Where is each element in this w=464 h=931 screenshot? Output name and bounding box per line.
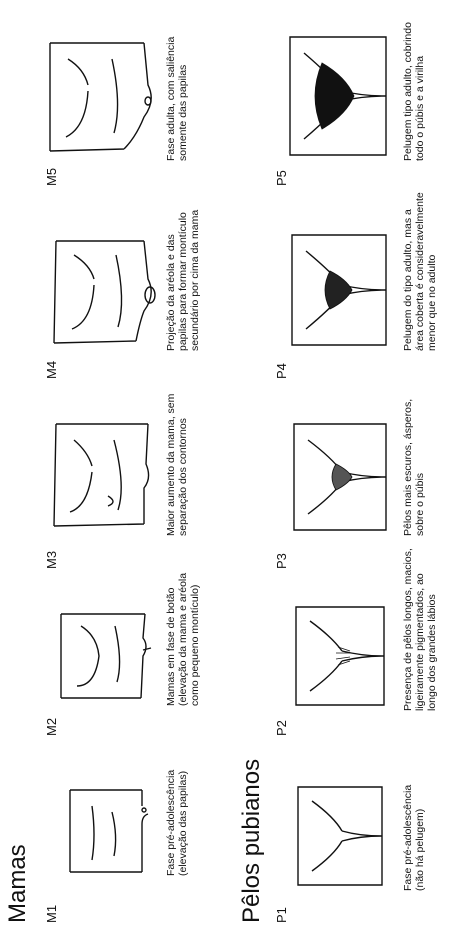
caption-line: todo o púbis e a virilha [414, 21, 426, 161]
caption-line: (elevação da mama e aréola [177, 566, 189, 706]
caption-line: Fase pré-adolescência [402, 751, 414, 891]
stage-label-m4: M4 [44, 361, 59, 379]
caption-p2: Presença de pêlos longos, macios, ligeir… [402, 571, 438, 711]
breast-figure-m4 [48, 233, 158, 351]
caption-p3: Pêlos mais escuros, ásperos, sobre o púb… [402, 396, 426, 536]
caption-line: ligeiramente pigmentados, ao [414, 571, 426, 711]
stage-label-m5: M5 [44, 168, 59, 186]
caption-line: Fase adulta, com saliência [165, 21, 177, 161]
caption-line: menor que no adulto [426, 211, 438, 351]
stage-label-p4: P4 [274, 363, 289, 379]
caption-line: longo dos grandes lábios [426, 571, 438, 711]
pubic-figure-p4 [284, 229, 394, 351]
caption-line: área coberta é consideravelmente [414, 211, 426, 351]
stage-label-p1: P1 [274, 907, 289, 923]
stage-label-p5: P5 [274, 170, 289, 186]
caption-line: Pelugem tipo adulto, cobrindo [402, 21, 414, 161]
breast-figure-m3 [48, 416, 156, 536]
caption-m4: Projeção da aréola e das papilas para fo… [165, 211, 201, 351]
pubic-figure-p1 [290, 781, 390, 891]
stage-label-m2: M2 [44, 718, 59, 736]
caption-m1: Fase pré-adolescência (elevação das papi… [165, 736, 189, 876]
caption-line: (elevação das papilas) [177, 736, 189, 876]
breast-figure-m1 [62, 786, 150, 876]
caption-line: papilas para formar montículo [177, 211, 189, 351]
caption-line: Projeção da aréola e das [165, 211, 177, 351]
caption-line: Presença de pêlos longos, macios, [402, 571, 414, 711]
caption-m2: Mamas em fase de botão (elevação da mama… [165, 566, 201, 706]
caption-m3: Maior aumento da mama, sem separação dos… [165, 396, 189, 536]
caption-line: Pelugem do tipo adulto, mas a [402, 211, 414, 351]
breast-figure-m2 [55, 606, 153, 706]
caption-line: Pêlos mais escuros, ásperos, [402, 396, 414, 536]
caption-line: somente das papilas [177, 21, 189, 161]
caption-line: como pequeno montículo) [189, 566, 201, 706]
caption-line: sobre o púbis [414, 396, 426, 536]
caption-line: (não há pelugem) [414, 751, 426, 891]
pubic-figure-p3 [286, 418, 394, 536]
pubic-figure-p2 [288, 601, 392, 711]
caption-line: secundário por cima da mama [189, 211, 201, 351]
breasts-heading: Mamas [4, 844, 32, 923]
pubic-hair-heading: Pêlos pubianos [238, 759, 266, 923]
caption-line: Maior aumento da mama, sem [165, 396, 177, 536]
caption-line: Mamas em fase de botão [165, 566, 177, 706]
caption-p4: Pelugem do tipo adulto, mas a área cober… [402, 211, 438, 351]
caption-line: Fase pré-adolescência [165, 736, 177, 876]
stage-label-p3: P3 [274, 553, 289, 569]
caption-m5: Fase adulta, com saliência somente das p… [165, 21, 189, 161]
stage-label-p2: P2 [274, 720, 289, 736]
caption-line: separação dos contornos [177, 396, 189, 536]
stage-label-m1: M1 [44, 905, 59, 923]
stage-label-m3: M3 [44, 551, 59, 569]
breast-figure-m5 [40, 31, 160, 161]
caption-p5: Pelugem tipo adulto, cobrindo todo o púb… [402, 21, 426, 161]
pubic-figure-p5 [282, 31, 394, 161]
caption-p1: Fase pré-adolescência (não há pelugem) [402, 751, 426, 891]
